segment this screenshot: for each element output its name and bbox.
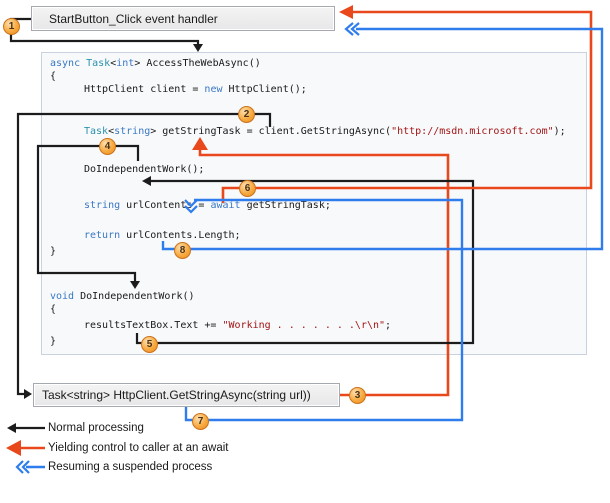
code-line: string urlContents = await getStringTask… <box>84 200 331 211</box>
getstringasync-method-label: Task<string> HttpClient.GetStringAsync(s… <box>42 388 311 402</box>
legend-normal-arrow <box>7 423 45 433</box>
legend-label-normal: Normal processing <box>48 422 144 434</box>
step-badge-5: 5 <box>141 336 158 353</box>
step-badge-1: 1 <box>3 18 20 35</box>
code-line: { <box>50 71 57 82</box>
legend-resume-arrow <box>15 460 45 474</box>
legend-label-yield: Yielding control to caller at an await <box>48 442 229 454</box>
step-badge-3: 3 <box>349 387 366 404</box>
start-button-handler-label: StartButton_Click event handler <box>49 11 218 26</box>
step-badge-6: 6 <box>239 180 256 197</box>
code-line: Task<string> getStringTask = client.GetS… <box>84 126 566 137</box>
start-button-handler-box: StartButton_Click event handler <box>31 6 335 31</box>
step-badge-7: 7 <box>192 413 209 430</box>
code-line: } <box>50 246 57 257</box>
legend-label-resume: Resuming a suspended process <box>48 461 213 473</box>
step-badge-4: 4 <box>99 138 116 155</box>
legend-yield-arrow <box>6 440 45 456</box>
code-line: DoIndependentWork(); <box>84 164 205 175</box>
getstringasync-method-box: Task<string> HttpClient.GetStringAsync(s… <box>33 383 340 407</box>
step-badge-8: 8 <box>174 242 191 259</box>
code-line: { <box>50 304 57 315</box>
code-line: resultsTextBox.Text += "Working . . . . … <box>84 320 392 331</box>
step-badge-2: 2 <box>238 106 255 123</box>
code-line: return urlContents.Length; <box>84 230 241 241</box>
code-line: async Task<int> AccessTheWebAsync() <box>50 58 261 69</box>
code-line: void DoIndependentWork() <box>50 291 195 302</box>
code-line: HttpClient client = new HttpClient(); <box>84 84 307 95</box>
code-line: } <box>50 336 57 347</box>
